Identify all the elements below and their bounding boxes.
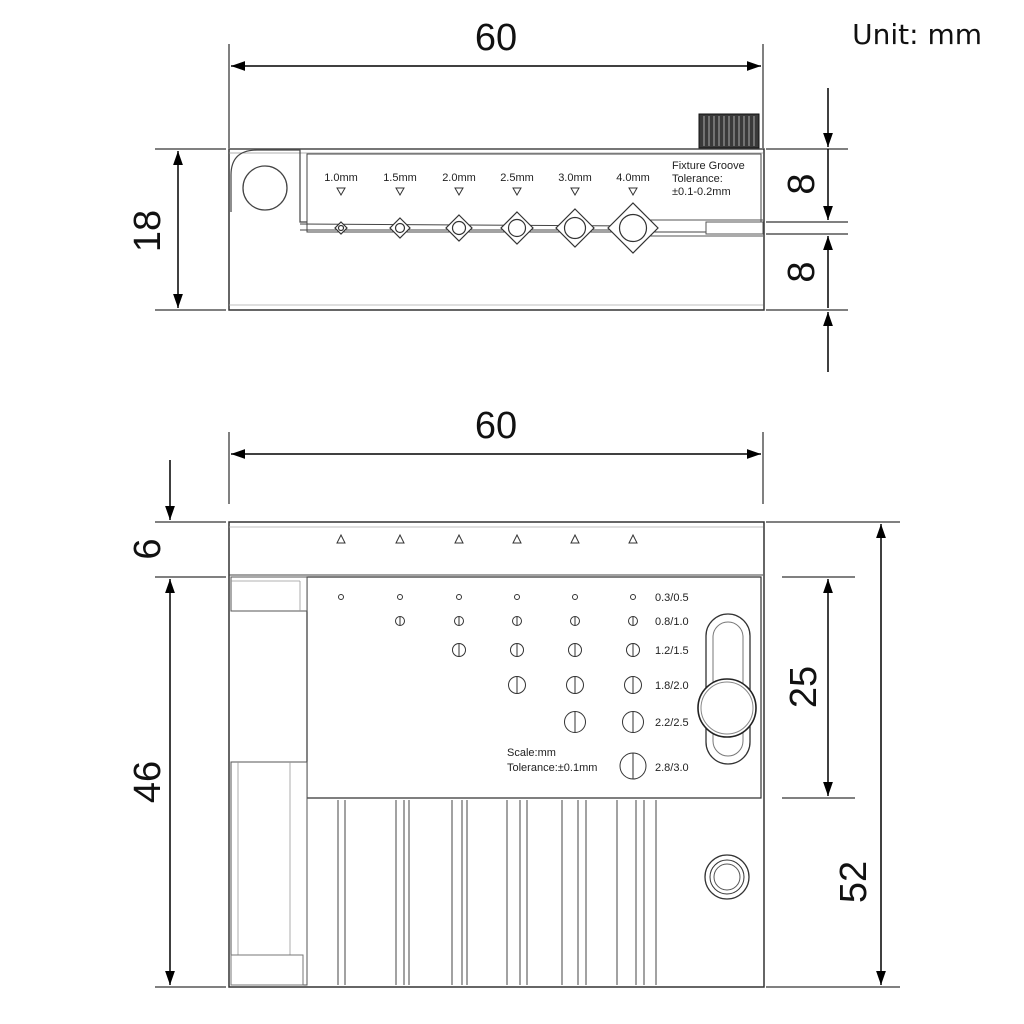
groove-label: 2.5mm xyxy=(500,172,534,184)
groove-label: 1.5mm xyxy=(383,172,417,184)
left-dimension-main: 46 xyxy=(127,761,169,803)
front-view: 60 xyxy=(127,405,900,988)
groove-label: 3.0mm xyxy=(558,172,592,184)
triangle-marker xyxy=(395,187,405,197)
hole-size-label: 2.2/2.5 xyxy=(655,717,689,729)
unit-label: Unit: mm xyxy=(852,18,982,51)
triangle-marker xyxy=(570,533,580,544)
fixture-note-line: Fixture Groove xyxy=(672,160,745,172)
front-width-dimension: 60 xyxy=(475,405,517,447)
gauge-hole xyxy=(338,594,344,600)
triangle-marker xyxy=(512,533,522,544)
groove-label: 2.0mm xyxy=(442,172,476,184)
triangle-marker xyxy=(570,187,580,197)
left-block-top xyxy=(230,576,308,612)
gauge-hole xyxy=(630,594,636,600)
gauge-hole xyxy=(397,594,403,600)
gauge-hole xyxy=(514,594,520,600)
hinge-pin xyxy=(242,165,288,211)
inner-height-dimension: 25 xyxy=(783,666,825,708)
hole-size-label: 1.8/2.0 xyxy=(655,680,689,692)
groove-label: 1.0mm xyxy=(324,172,358,184)
gauge-hole xyxy=(456,594,462,600)
hole-size-label: 2.8/3.0 xyxy=(655,762,689,774)
hinge-block xyxy=(230,149,307,223)
hole-size-label: 0.8/1.0 xyxy=(655,616,689,628)
scale-note-line: Scale:mm xyxy=(507,747,556,759)
top-view: 60 1.0mm 1.5mm 2.0mm 2.5mm 3.0m xyxy=(127,17,848,372)
fixture-note-line: Tolerance: xyxy=(672,173,723,185)
triangle-marker xyxy=(512,187,522,197)
total-height-dimension: 52 xyxy=(833,861,875,903)
gauge-hole xyxy=(572,594,578,600)
hole-size-label: 1.2/1.5 xyxy=(655,645,689,657)
groove-label: 4.0mm xyxy=(616,172,650,184)
scale-note-line: Tolerance:±0.1mm xyxy=(507,762,597,774)
triangle-marker xyxy=(628,533,638,544)
triangle-marker xyxy=(628,187,638,197)
adjust-knob[interactable] xyxy=(697,678,757,738)
triangle-marker xyxy=(336,187,346,197)
left-dimension-top: 6 xyxy=(127,538,169,559)
fixture-note-line: ±0.1-0.2mm xyxy=(672,186,731,198)
right-dimension-lower: 8 xyxy=(781,261,823,282)
right-dimension-upper: 8 xyxy=(781,173,823,194)
triangle-marker xyxy=(454,187,464,197)
top-width-dimension: 60 xyxy=(475,17,517,59)
hole-plate xyxy=(306,576,762,799)
triangle-marker xyxy=(336,533,346,544)
top-height-dimension: 18 xyxy=(127,210,169,252)
left-block-bottom xyxy=(230,761,308,986)
triangle-marker xyxy=(395,533,405,544)
triangle-marker xyxy=(454,533,464,544)
hole-size-label: 0.3/0.5 xyxy=(655,592,689,604)
groove-plate xyxy=(306,153,762,233)
